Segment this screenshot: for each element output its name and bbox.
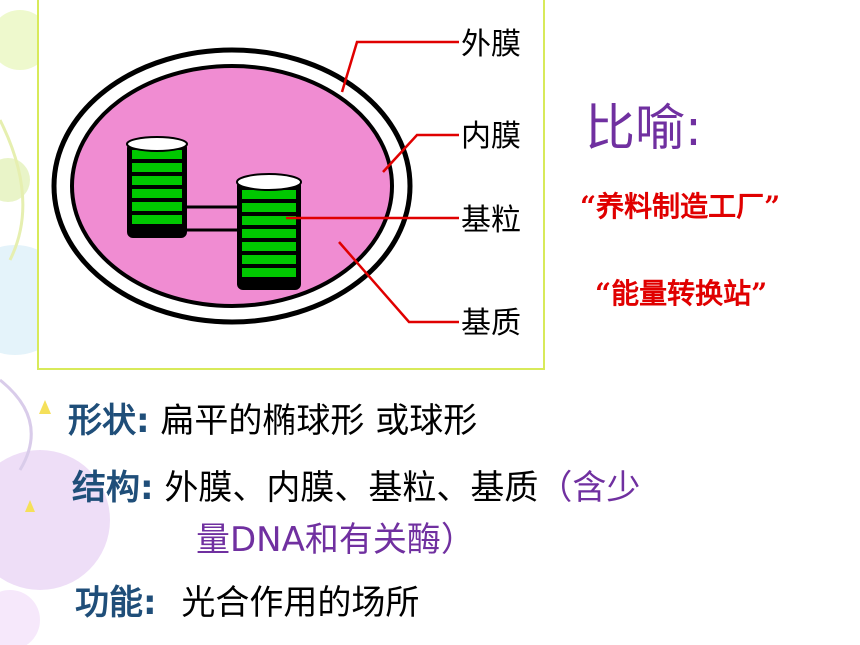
shape-label: 形状:: [68, 401, 150, 441]
inner-membrane: [70, 64, 394, 308]
structure-note-row: 量DNA和有关酶）: [196, 512, 475, 561]
function-row: 功能: 光合作用的场所: [75, 575, 419, 624]
structure-label: 结构:: [72, 468, 154, 508]
chloroplast-diagram: 外膜 内膜 基粒 基质: [51, 27, 521, 341]
function-text: 光合作用的场所: [181, 583, 420, 623]
structure-row: 结构: 外膜、内膜、基粒、基质（含少: [72, 460, 640, 509]
function-label: 功能:: [75, 583, 157, 623]
shape-text: 扁平的椭球形 或球形: [160, 401, 478, 441]
label-granum: 基粒: [461, 203, 521, 238]
granum-right: [236, 173, 302, 290]
label-outer-membrane: 外膜: [461, 27, 521, 62]
structure-note-open: （含少: [538, 468, 641, 508]
metaphor-item-factory: “养料制造工厂”: [580, 190, 781, 223]
label-inner-membrane: 内膜: [461, 119, 521, 154]
granum-left: [126, 136, 188, 238]
structure-text: 外膜、内膜、基粒、基质: [164, 468, 539, 508]
metaphor-title: 比喻:: [585, 99, 702, 157]
shape-row: 形状: 扁平的椭球形 或球形: [68, 393, 477, 442]
structure-note-close: 量DNA和有关酶）: [196, 520, 475, 560]
chloroplast-figure: 外膜 内膜 基粒 基质: [37, 0, 545, 370]
label-stroma: 基质: [461, 306, 521, 341]
metaphor-item-energy-station: “能量转换站”: [595, 277, 768, 310]
